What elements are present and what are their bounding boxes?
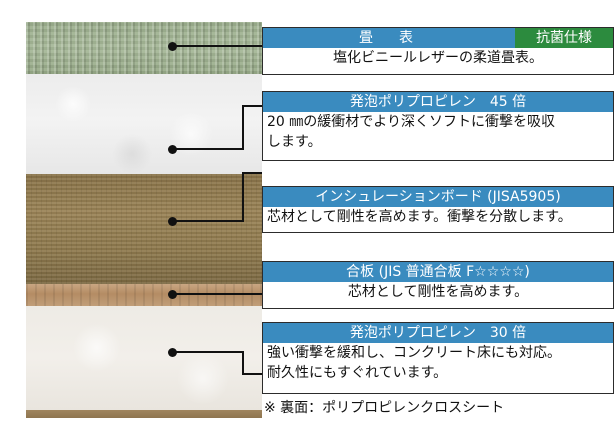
antibacterial-badge: 抗菌仕様 [515,28,613,48]
leader-line-5a [172,351,244,353]
leader-line-4 [172,293,262,295]
layer-backing-sheet [26,410,262,418]
callout-insulation-board: インシュレーションボード (JISA5905) 芯材として剛性を高めます。衝撃を… [262,186,614,233]
callout-text: 芯材として剛性を高めます。衝撃を分散します。 [267,209,572,225]
backside-note: ※ 裏面：ポリプロピレンクロスシート [264,400,505,416]
layer-foam-30x [26,306,262,410]
callout-text-line-2: 耐久性にもすぐれています。 [267,365,448,381]
leader-line-3c [242,172,262,174]
callout-text: 塩化ビニールレザーの柔道畳表。 [333,50,543,66]
callout-title: 発泡ポリプロピレン 45 倍 [263,92,613,112]
layer-tatami-surface [26,22,262,74]
leader-line-2b [242,105,244,150]
leader-line-2c [242,105,262,107]
leader-line-3b [242,172,244,222]
callout-text: 芯材として剛性を高めます。 [347,284,529,300]
leader-line-5c [242,373,262,375]
callout-foam-30x: 発泡ポリプロピレン 30 倍 強い衝撃を緩和し、コンクリート床にも対応。 耐久性… [262,322,614,394]
leader-line-2a [172,148,244,150]
layer-insulation-board [26,174,262,284]
callout-plywood: 合板 (JIS 普通合板 F☆☆☆☆) 芯材として剛性を高めます。 [262,261,614,309]
callout-title: 畳 表 [263,28,515,48]
leader-line-3a [172,220,244,222]
callout-title: 合板 (JIS 普通合板 F☆☆☆☆) [263,262,613,282]
layer-foam-45x [26,74,262,174]
callout-text-line-1: 強い衝撃を緩和し、コンクリート床にも対応。 [267,345,561,361]
leader-line-1 [172,45,262,47]
layer-plywood [26,284,262,306]
callout-text-line-1: 20 ㎜の緩衝材でより深くソフトに衝撃を吸収 [267,114,555,130]
callout-text-line-2: します。 [267,134,322,150]
callout-foam-45x: 発泡ポリプロピレン 45 倍 20 ㎜の緩衝材でより深くソフトに衝撃を吸収 しま… [262,91,614,161]
callout-title: インシュレーションボード (JISA5905) [263,187,613,207]
callout-tatami-surface: 畳 表 抗菌仕様 塩化ビニールレザーの柔道畳表。 [262,27,614,75]
callout-title: 発泡ポリプロピレン 30 倍 [263,323,613,343]
leader-line-5b [242,351,244,375]
callout-header: 畳 表 抗菌仕様 [263,28,613,48]
